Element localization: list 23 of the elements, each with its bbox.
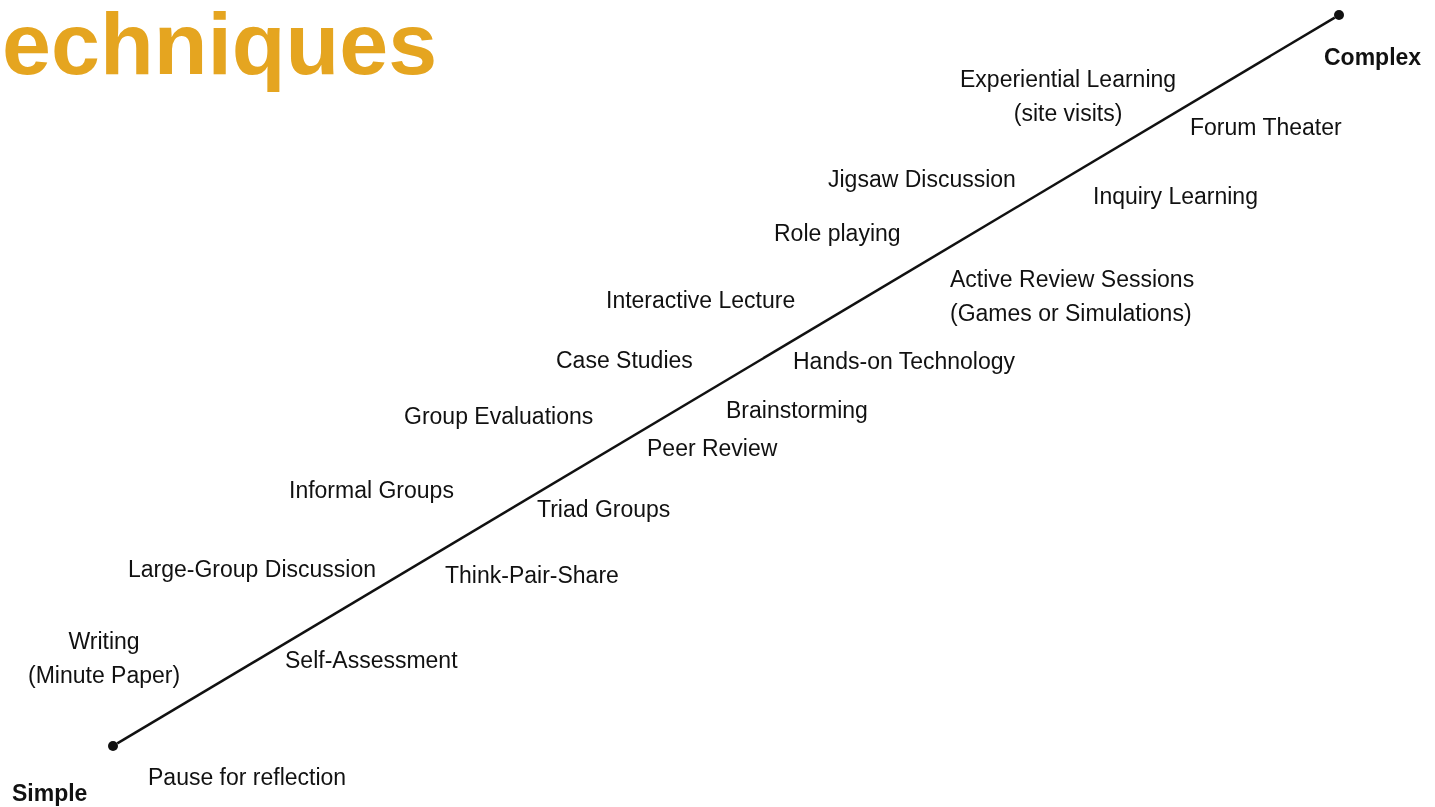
technique-label: Case Studies (556, 346, 693, 375)
technique-label: Triad Groups (537, 495, 671, 524)
scale-end-label: Simple (12, 779, 88, 807)
scale-line (116, 16, 1336, 745)
technique-label: Peer Review (647, 434, 778, 463)
technique-label: Informal Groups (289, 476, 454, 505)
technique-label: Jigsaw Discussion (828, 165, 1016, 194)
technique-label: Experiential Learning (site visits) (960, 65, 1177, 128)
technique-label: Inquiry Learning (1093, 182, 1258, 211)
technique-label: Large-Group Discussion (128, 555, 376, 584)
technique-label: Think-Pair-Share (445, 561, 619, 590)
technique-label: Pause for reflection (148, 763, 347, 792)
technique-label: Role playing (774, 219, 901, 248)
title: echniques (2, 0, 438, 94)
technique-label: Active Review Sessions (Games or Simulations) (950, 265, 1195, 328)
technique-label: Interactive Lecture (606, 286, 796, 315)
technique-label: Forum Theater (1190, 113, 1342, 142)
technique-label: Brainstorming (726, 396, 868, 425)
scale-end-label: Complex (1324, 43, 1422, 72)
technique-label: Hands-on Technology (793, 347, 1016, 376)
technique-label: Group Evaluations (404, 402, 594, 431)
technique-label: Self-Assessment (285, 646, 458, 675)
technique-label: Writing (Minute Paper) (28, 627, 181, 690)
